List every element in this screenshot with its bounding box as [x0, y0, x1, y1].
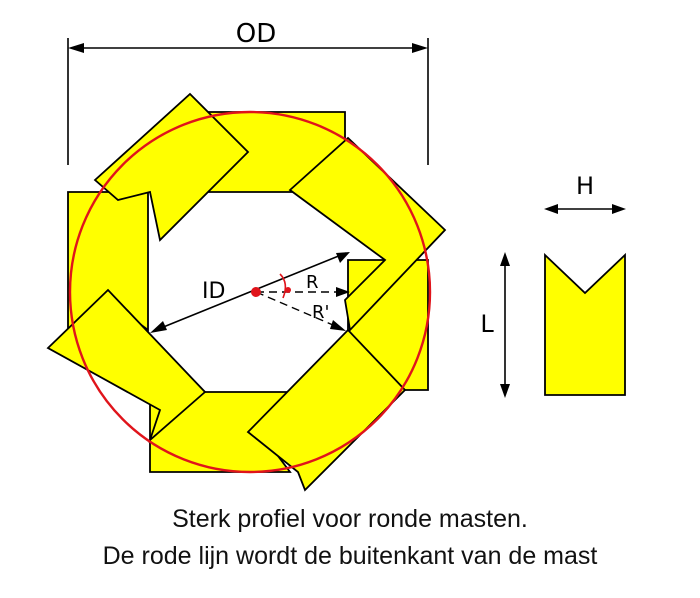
angle-marker [285, 287, 291, 293]
id-dimension [150, 252, 350, 333]
h-dimension [544, 204, 626, 214]
radius-lines [255, 287, 350, 331]
mast-outer-circle [68, 110, 432, 474]
center-point [251, 287, 261, 297]
id-label: ID [202, 279, 225, 304]
l-label: L [480, 310, 494, 338]
stave-profile [544, 252, 626, 396]
h-arrow-left-icon [544, 204, 558, 214]
r-prime-label: R' [312, 302, 329, 323]
r-label: R [306, 272, 319, 293]
stave-top-right [288, 136, 447, 332]
id-dimension-line [155, 252, 347, 331]
r-arrow-icon [336, 287, 350, 297]
l-arrow-top-icon [500, 252, 510, 266]
od-arrow-right-icon [412, 43, 428, 53]
id-arrow-right-icon [336, 252, 350, 263]
id-arrow-left-icon [150, 321, 167, 333]
stave-bottom-left [46, 288, 207, 443]
stave-top-left [93, 92, 250, 242]
caption-line-2: De rode lijn wordt de buitenkant van de … [102, 542, 598, 570]
od-label: OD [236, 19, 277, 49]
stave-ring [46, 92, 447, 492]
h-arrow-right-icon [612, 204, 626, 214]
r-prime-line [255, 291, 341, 329]
stave-bottom-right [246, 328, 407, 492]
od-arrow-left-icon [68, 43, 84, 53]
angle-arc [279, 273, 287, 299]
r-prime-arrow-icon [330, 320, 346, 331]
l-dimension [500, 252, 510, 398]
l-arrow-bottom-icon [500, 384, 510, 398]
od-dimension [67, 38, 429, 165]
h-label: H [576, 172, 594, 200]
caption-line-1: Sterk profiel voor ronde masten. [172, 505, 528, 533]
